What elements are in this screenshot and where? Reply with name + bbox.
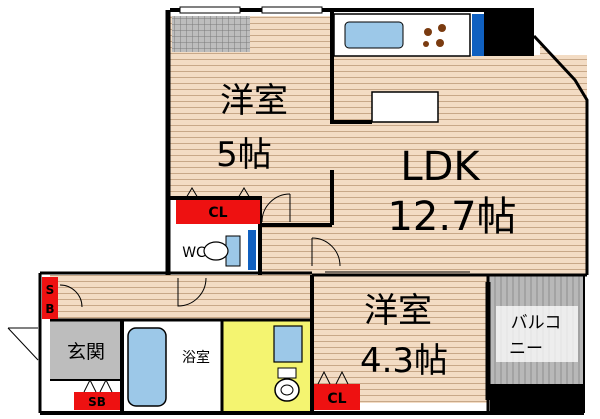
balcony-label-bg bbox=[496, 306, 578, 362]
outdoor-unit-space bbox=[490, 384, 584, 413]
dining-table bbox=[371, 91, 439, 123]
aircon-grid bbox=[172, 16, 250, 52]
stove-burner-icon bbox=[424, 28, 432, 36]
washroom-toilet-inner bbox=[280, 384, 294, 396]
western-43-name: 洋室 bbox=[364, 291, 432, 331]
window bbox=[179, 6, 241, 14]
ldk-size: 12.7帖 bbox=[387, 194, 516, 240]
shoebox-bottom bbox=[74, 392, 120, 410]
shoebox-door-marks bbox=[83, 378, 113, 393]
closet-bottom-door-marks bbox=[317, 370, 349, 385]
toilet-icon bbox=[203, 241, 229, 261]
fridge-space bbox=[484, 10, 534, 56]
western-43-size: 4.3帖 bbox=[360, 341, 448, 381]
entrance-floor bbox=[50, 320, 122, 380]
corridor-floor bbox=[50, 275, 312, 320]
stove-burner-icon bbox=[438, 24, 446, 32]
balcony-label-1: バルコ bbox=[511, 313, 562, 333]
closet-top bbox=[176, 200, 260, 224]
bathtub-icon bbox=[127, 327, 167, 407]
bath-label: 浴室 bbox=[182, 349, 210, 366]
closet-bottom-label: CL bbox=[327, 391, 346, 407]
ldk-name: LDK bbox=[400, 144, 481, 190]
shoebox-bottom-label: SB bbox=[88, 395, 106, 409]
shoebox-left bbox=[42, 277, 58, 319]
shoebox-left-label-1: S bbox=[46, 283, 55, 297]
washroom-toilet-icon bbox=[274, 378, 300, 402]
stove-burner-icon bbox=[436, 39, 444, 47]
balcony-label-2: ニー bbox=[509, 339, 543, 359]
sink-icon bbox=[344, 21, 404, 49]
closet-door-marks bbox=[185, 187, 251, 199]
entrance-label: 玄関 bbox=[67, 341, 105, 363]
western-5-name: 洋室 bbox=[220, 81, 288, 121]
washroom-toilet-tank bbox=[277, 367, 297, 379]
shoebox-left-label-2: B bbox=[45, 302, 54, 316]
closet-bottom bbox=[314, 384, 360, 410]
sliding-doors bbox=[325, 271, 491, 400]
hall-floor bbox=[262, 198, 332, 278]
washbasin-icon bbox=[273, 325, 303, 363]
stove-burner-icon bbox=[423, 41, 429, 47]
wc-accent bbox=[248, 230, 256, 270]
window bbox=[261, 6, 323, 14]
fridge-accent bbox=[472, 14, 484, 56]
door-swings bbox=[7, 193, 341, 361]
western-5-size: 5帖 bbox=[216, 135, 272, 175]
wc-label: WC bbox=[182, 245, 206, 261]
western-43-floor bbox=[312, 275, 488, 403]
closet-top-label: CL bbox=[208, 205, 227, 221]
